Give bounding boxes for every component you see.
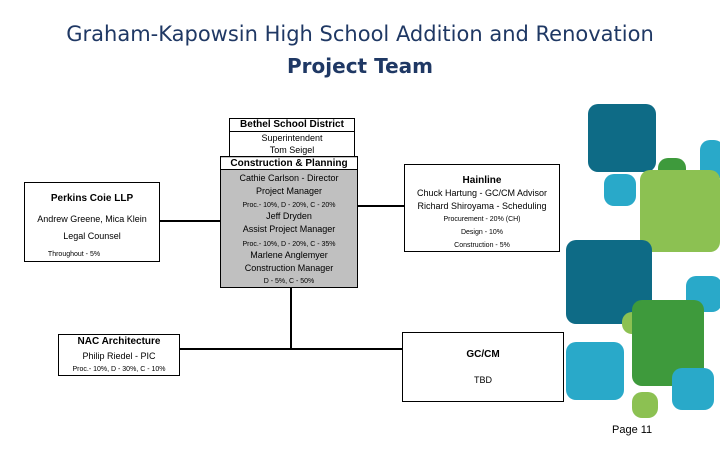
- decor-square-teal-light-4: [566, 342, 624, 400]
- hainline-box: Hainline Chuck Hartung - GC/CM Advisor R…: [404, 164, 560, 252]
- slide-subtitle: Project Team: [287, 54, 433, 78]
- gccm-box: GC/CM TBD: [402, 332, 564, 402]
- hainline-line2: Richard Shiroyama - Scheduling: [417, 201, 547, 211]
- bethel-header: Bethel School District: [240, 119, 344, 130]
- construction-planning-box: Construction & Planning Cathie Carlson -…: [220, 156, 358, 288]
- member-1-line1: Cathie Carlson - Director: [239, 173, 339, 183]
- perkins-alloc: Throughout - 5%: [47, 251, 101, 258]
- perkins-box: Perkins Coie LLP Andrew Greene, Mica Kle…: [24, 182, 160, 262]
- member-3-alloc: D - 5%, C - 50%: [263, 278, 315, 285]
- gccm-value: TBD: [474, 375, 492, 385]
- member-3-line2: Construction Manager: [244, 263, 334, 273]
- bethel-name: Tom Seigel: [269, 145, 315, 155]
- nac-alloc: Proc.- 10%, D - 30%, C - 10%: [72, 366, 166, 373]
- construction-planning-header: Construction & Planning: [221, 158, 357, 170]
- member-3-line1: Marlene Anglemyer: [250, 250, 328, 260]
- hainline-alloc3: Construction - 5%: [454, 242, 510, 249]
- connector-right-to-hainline: [358, 205, 404, 207]
- member-2-alloc: Proc.- 10%, D - 20%, C - 35%: [242, 241, 336, 248]
- page-number: Page 11: [612, 424, 653, 436]
- decor-square-teal-light-5: [672, 368, 714, 410]
- member-2-line1: Jeff Dryden: [266, 211, 312, 221]
- hainline-line1: Chuck Hartung - GC/CM Advisor: [416, 188, 548, 198]
- perkins-header: Perkins Coie LLP: [50, 193, 134, 204]
- decor-square-teal-light-1: [604, 174, 636, 206]
- nac-header: NAC Architecture: [77, 336, 161, 347]
- nac-name: Philip Riedel - PIC: [82, 351, 156, 361]
- slide-title: Graham-Kapowsin High School Addition and…: [66, 22, 654, 46]
- hainline-alloc1: Procurement - 20% (CH): [443, 216, 521, 223]
- bethel-superintendent-box: Superintendent Tom Seigel: [229, 131, 355, 157]
- member-1-alloc: Proc.- 10%, D - 20%, C - 20%: [242, 202, 336, 209]
- connector-vertical: [290, 288, 292, 348]
- perkins-names: Andrew Greene, Mica Klein: [37, 214, 147, 224]
- bethel-header-box: Bethel School District: [229, 118, 355, 132]
- hainline-alloc2: Design - 10%: [460, 229, 504, 236]
- decor-square-lime-3: [632, 392, 658, 418]
- decor-square-lime-1: [640, 170, 720, 252]
- bethel-role: Superintendent: [261, 133, 323, 143]
- hainline-header: Hainline: [462, 175, 502, 186]
- perkins-role: Legal Counsel: [63, 231, 121, 241]
- decor-square-teal-dark-1: [588, 104, 656, 172]
- member-2-line2: Assist Project Manager: [242, 224, 336, 234]
- connector-left-to-perkins: [160, 220, 220, 222]
- gccm-header: GC/CM: [466, 349, 500, 360]
- nac-box: NAC Architecture Philip Riedel - PIC Pro…: [58, 334, 180, 376]
- connector-horizontal-nac-gccm: [180, 348, 402, 350]
- member-1-line2: Project Manager: [255, 186, 323, 196]
